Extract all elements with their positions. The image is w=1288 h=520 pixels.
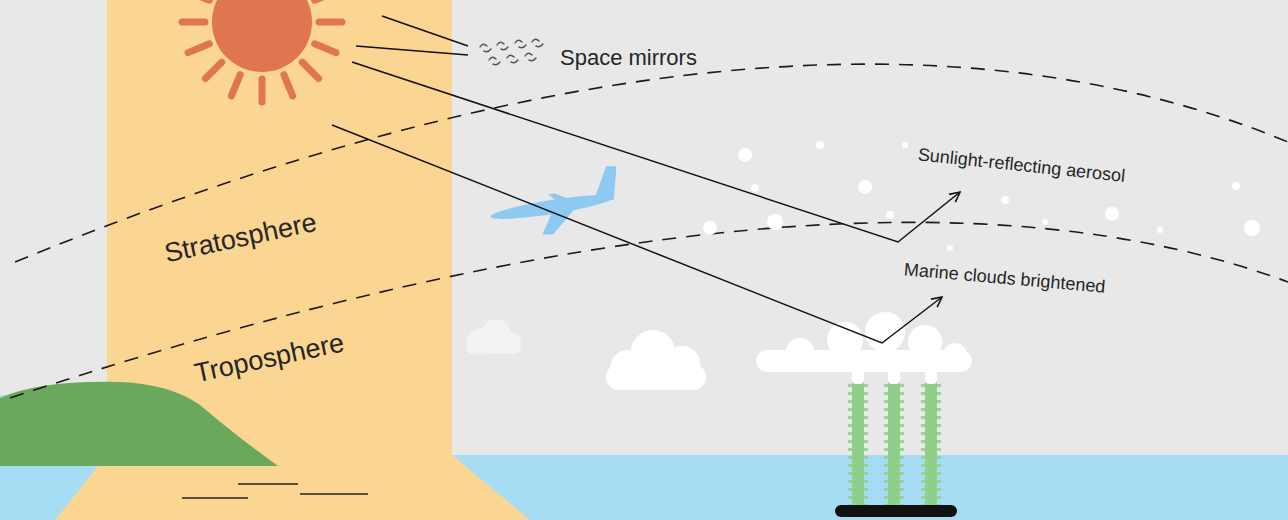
airplane: [486, 164, 626, 243]
brightened-cloud: [865, 312, 905, 352]
aerosol-particles: [816, 141, 824, 149]
aerosol-particles: [1157, 227, 1163, 233]
aerosol-particles: [1244, 220, 1260, 236]
sun-ray: [231, 75, 240, 96]
cloud: [606, 364, 706, 390]
brightened-cloud: [888, 370, 900, 384]
aerosol-particles: [1105, 207, 1119, 221]
brightened-cloud: [827, 322, 863, 358]
airplane: [590, 164, 621, 203]
brightened-cloud: [925, 370, 937, 384]
sun-ray: [188, 0, 209, 1]
aerosol-particles: [886, 211, 894, 219]
brightened-cloud: [852, 370, 864, 384]
aerosol-particles: [767, 214, 783, 230]
space-mirror-icons: [515, 40, 526, 47]
brightened-cloud: [943, 343, 967, 367]
hill: [0, 382, 278, 466]
technique-label: Space mirrors: [558, 44, 699, 72]
aerosol-particles: [858, 180, 872, 194]
spray-plume: [925, 380, 937, 505]
sun-ray-line: [332, 16, 960, 343]
spray-plume: [852, 380, 864, 505]
aerosol-particles: [703, 221, 717, 235]
aerosol-particles: [902, 142, 908, 148]
cloud: [606, 330, 706, 390]
space-mirror-icons: [480, 39, 543, 64]
sun-ray-line: [382, 16, 468, 46]
sun-ray-line: [332, 125, 942, 343]
space-mirror-icons: [497, 42, 508, 49]
space-mirror-icons: [525, 53, 536, 60]
space-mirror-icons: [489, 57, 500, 64]
sand-lines: [238, 483, 298, 484]
sun-ray: [188, 44, 209, 53]
sun: [182, 0, 342, 102]
aerosol-particles: [947, 245, 953, 251]
aerosol-particles: [1042, 219, 1048, 225]
sun-ray: [315, 44, 336, 53]
aerosol-particles: [1001, 196, 1009, 204]
sun-ray: [319, 19, 342, 26]
sun-ray: [302, 62, 318, 78]
sun-ray: [315, 0, 336, 1]
spray-plume: [888, 380, 900, 505]
sun-ray: [284, 75, 293, 96]
sun-ray-line: [352, 62, 960, 242]
sun-ray: [182, 19, 205, 26]
sand-lines: [300, 493, 368, 494]
ship-platform: [835, 380, 957, 517]
brightened-cloud: [756, 312, 972, 384]
cloud: [466, 340, 521, 354]
sand-lines: [182, 484, 368, 498]
airplane: [548, 191, 573, 205]
space-mirror-icons: [532, 39, 543, 46]
sun-disc: [212, 0, 312, 72]
sun-rays: [182, 0, 342, 102]
space-mirror-icons: [507, 55, 518, 62]
layer-boundary: [10, 64, 1288, 398]
brightened-cloud: [786, 338, 814, 366]
aerosol-particles: [738, 148, 752, 162]
cloud: [466, 319, 521, 355]
aerosol-particles: [751, 184, 759, 192]
aerosol-particles: [703, 141, 1260, 251]
sun-ray-line: [356, 46, 468, 55]
platform: [835, 505, 957, 517]
brightened-cloud: [908, 325, 942, 359]
sand-lines: [182, 497, 248, 498]
sun-ray: [259, 79, 266, 102]
aerosol-particles: [1232, 182, 1240, 190]
space-mirror-icons: [480, 44, 491, 51]
sun-ray: [205, 62, 221, 78]
spray-plume: [852, 380, 937, 505]
